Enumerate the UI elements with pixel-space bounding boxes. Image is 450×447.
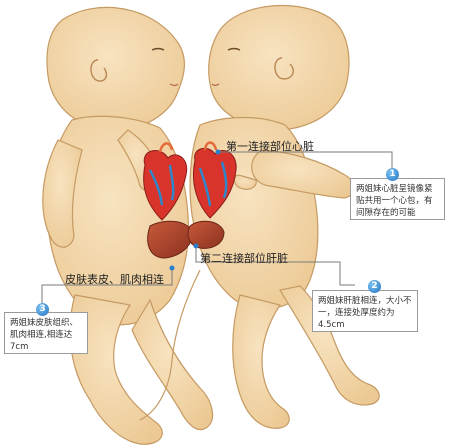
leader-lines	[41, 149, 393, 305]
liver-left	[147, 220, 193, 259]
left-twin-arm	[42, 139, 83, 248]
right-twin-mouth	[211, 83, 220, 87]
leader-heart	[218, 151, 393, 170]
heart-vessels-top	[158, 141, 218, 153]
note-badge-2: 2	[368, 280, 381, 293]
left-twin-mouth	[169, 83, 179, 87]
note-badge-1: 1	[386, 168, 399, 181]
left-twin-eye	[151, 47, 165, 51]
right-twin-head	[208, 4, 350, 131]
left-twin-head	[46, 6, 185, 131]
heart-left-vessels	[148, 164, 175, 206]
note-text-1: 两姐妹心脏呈镜像紧贴共用一个心包，有间隙存在的可能	[356, 184, 433, 218]
note-box-2: 两姐妹肝脏相连，大小不一，连接处厚度约为4.5cm	[312, 290, 418, 332]
left-twin-leg-2	[131, 298, 214, 431]
right-twin-foot	[139, 269, 201, 421]
left-twin-ear	[90, 59, 108, 82]
right-twin-ear	[274, 57, 294, 80]
label-skin: 皮肤表皮、肌肉相连	[65, 273, 164, 286]
right-twin-eye	[227, 47, 241, 51]
hearts	[143, 141, 237, 221]
heart-right	[192, 147, 237, 219]
note-text-3: 两姐妹皮肤组织、肌肉相连,相连达7cm	[10, 318, 79, 352]
note-badge-3: 3	[36, 303, 49, 316]
note-text-2: 两姐妹肝脏相连，大小不一，连接处厚度约为4.5cm	[318, 296, 412, 330]
leader-liver	[195, 246, 355, 286]
heart-right-vessels	[198, 161, 228, 207]
right-twin-leg	[232, 294, 290, 429]
liver-right	[187, 220, 225, 249]
right-twin-arm	[251, 149, 355, 199]
note-box-1: 两姐妹心脏呈镜像紧贴共用一个心包，有间隙存在的可能	[350, 178, 445, 220]
label-heart: 第一连接部位心脏	[226, 140, 314, 153]
livers	[147, 220, 225, 259]
label-liver: 第二连接部位肝脏	[200, 252, 288, 265]
leader-skin	[41, 268, 173, 305]
left-twin-leg	[69, 294, 163, 445]
left-twin	[42, 6, 214, 445]
heart-left	[143, 150, 188, 221]
note-box-3: 两姐妹皮肤组织、肌肉相连,相连达7cm	[4, 312, 88, 354]
